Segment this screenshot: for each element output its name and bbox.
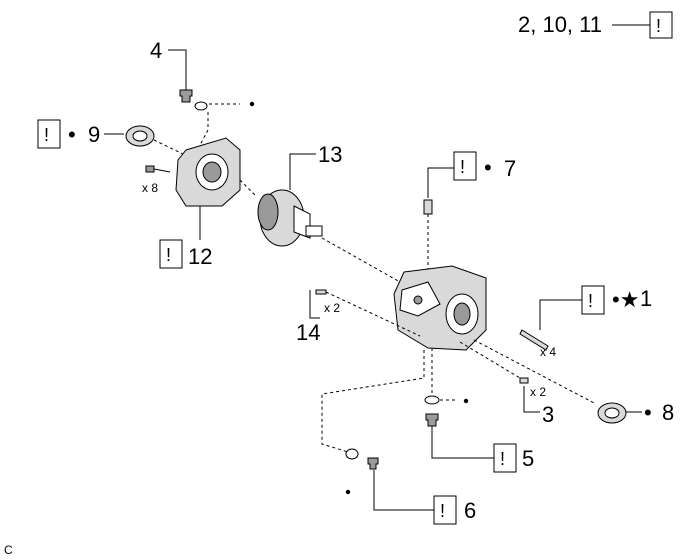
callout-3-label: 3 bbox=[542, 402, 554, 427]
callout-5: ! 5 bbox=[424, 348, 534, 473]
callout-1: ! •★ 1 x 4 bbox=[519, 285, 652, 359]
plug-part-4 bbox=[179, 89, 193, 103]
gasket-part-4 bbox=[194, 101, 208, 111]
callout-4: 4 bbox=[150, 38, 255, 146]
callout-5-label: 5 bbox=[522, 446, 534, 471]
notice-box-6 bbox=[433, 495, 457, 525]
corner-code: C bbox=[4, 543, 13, 557]
notice-icon: ! bbox=[500, 449, 505, 469]
callout-8: • 8 bbox=[473, 339, 674, 425]
callout-12: x 8 ! 12 bbox=[142, 137, 241, 269]
bullet-9: • bbox=[68, 122, 76, 147]
callout-9-label: 9 bbox=[88, 122, 100, 147]
callout-14-label: 14 bbox=[296, 320, 320, 345]
qty-pins-x2-upper: x 2 bbox=[324, 301, 340, 315]
gasket-part-6 bbox=[345, 448, 359, 460]
qty-pins-x4: x 4 bbox=[540, 345, 556, 359]
drain-plug-part-5 bbox=[425, 413, 439, 427]
bullet-star-1: •★ bbox=[612, 287, 639, 312]
callout-2-10-11: 2, 10, 11 ! bbox=[518, 11, 673, 39]
bullet-8: • bbox=[644, 400, 652, 425]
callout-12-label: 12 bbox=[188, 244, 212, 269]
notice-icon: ! bbox=[588, 291, 593, 311]
callout-6: ! 6 bbox=[321, 350, 476, 525]
notice-box-12 bbox=[159, 239, 183, 269]
transfer-case-housing bbox=[393, 265, 487, 351]
bullet-6 bbox=[345, 489, 351, 495]
callout-2-10-11-label: 2, 10, 11 bbox=[518, 12, 602, 37]
notice-icon: ! bbox=[656, 16, 661, 36]
notice-icon: ! bbox=[166, 245, 171, 265]
callout-7-label: 7 bbox=[504, 156, 516, 181]
bullet-5 bbox=[463, 398, 469, 404]
callout-6-label: 6 bbox=[464, 498, 476, 523]
notice-icon: ! bbox=[440, 501, 445, 521]
bullet-7: • bbox=[484, 155, 492, 180]
callout-13-label: 13 bbox=[318, 142, 342, 167]
callout-1-label: 1 bbox=[640, 286, 652, 311]
notice-box-5 bbox=[493, 443, 517, 473]
pin-part-1 bbox=[519, 329, 549, 351]
callout-13: 13 bbox=[239, 142, 401, 283]
notice-icon: ! bbox=[44, 125, 49, 145]
filler-plug-part-6 bbox=[367, 457, 379, 470]
gasket-part-5 bbox=[424, 395, 440, 405]
pin-part-14 bbox=[315, 289, 327, 295]
notice-box-7 bbox=[453, 151, 477, 181]
notice-icon: ! bbox=[460, 157, 465, 177]
bullet-4 bbox=[249, 101, 255, 107]
breather-plug-part-7 bbox=[423, 199, 433, 215]
bolt-part bbox=[145, 165, 155, 173]
pin-part-3 bbox=[519, 377, 529, 384]
callout-9: ! • 9 bbox=[37, 119, 186, 156]
callout-14: x 2 14 bbox=[296, 289, 421, 345]
notice-box-2-10-11 bbox=[649, 11, 673, 39]
qty-pins-x2-lower: x 2 bbox=[530, 385, 546, 399]
callout-4-label: 4 bbox=[150, 38, 162, 63]
qty-bolts-x8: x 8 bbox=[142, 181, 158, 195]
callout-8-label: 8 bbox=[662, 400, 674, 425]
callout-7: ! • 7 bbox=[423, 151, 516, 270]
callout-3: x 2 3 bbox=[459, 341, 554, 427]
notice-box-9 bbox=[37, 119, 61, 149]
